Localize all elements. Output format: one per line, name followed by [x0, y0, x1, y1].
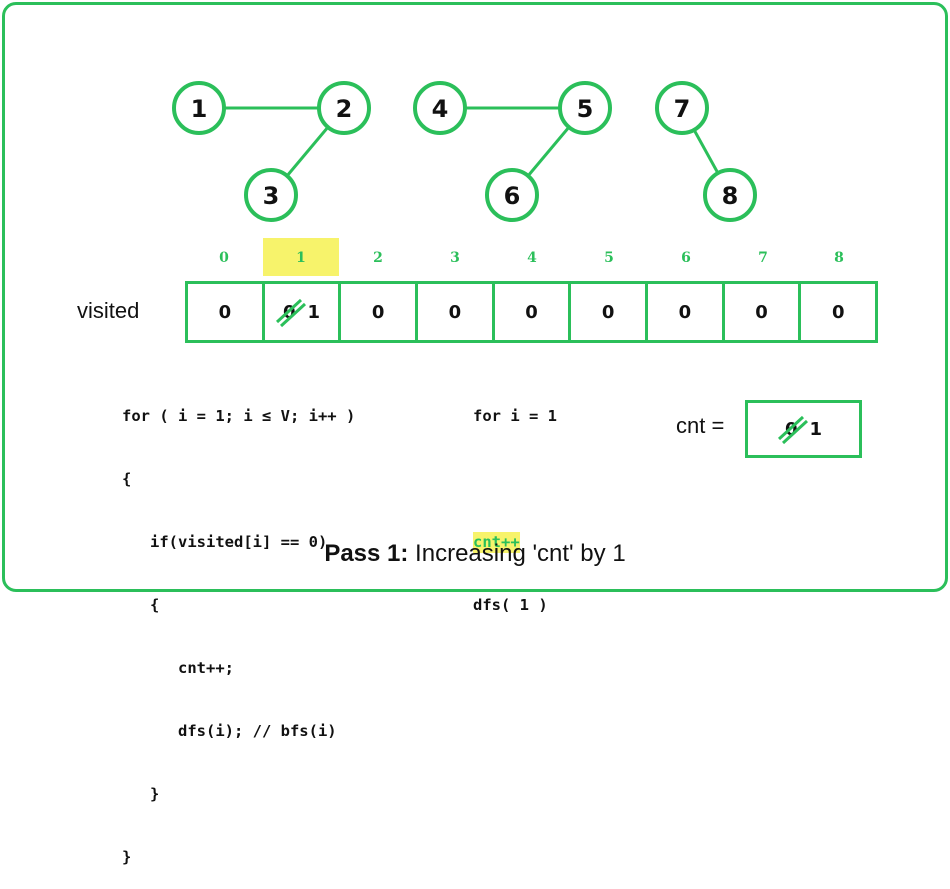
cnt-label: cnt =: [676, 413, 725, 438]
node-8: [703, 168, 757, 222]
code-line: dfs(i); // bfs(i): [122, 722, 337, 740]
node-label-7: 7: [674, 95, 691, 123]
index-label-0: 0: [219, 250, 229, 266]
index-label-6: 6: [681, 250, 691, 266]
node-label-6: 6: [504, 182, 521, 210]
caption: Pass 1: Increasing 'cnt' by 1: [0, 540, 950, 568]
visited-array: 0 0 1 0 0 0 0 0 0 0: [185, 281, 878, 343]
visited-cell-0: 0: [188, 284, 265, 340]
node-label-2: 2: [336, 95, 353, 123]
visited-label: visited: [77, 298, 140, 323]
strikethrough-mark: [275, 298, 306, 327]
index-label-7: 7: [758, 250, 768, 266]
node-label-8: 8: [722, 182, 739, 210]
visited-cell-8: 0: [831, 301, 845, 323]
node-7: [655, 81, 709, 135]
node-2: [317, 81, 371, 135]
cnt-old-value: 0: [777, 415, 808, 444]
index-label-3: 3: [450, 250, 460, 266]
code-line: cnt++;: [122, 659, 234, 677]
index-label-1-highlighted: 1: [263, 238, 339, 276]
code-block: for ( i = 1; i ≤ V; i++ ) { if(visited[i…: [122, 364, 355, 889]
visited-cell-6: 0: [648, 284, 725, 340]
strikethrough-mark: [777, 415, 808, 444]
visited-cell-1-old-value: 0: [275, 298, 306, 327]
visited-cell-4: 0: [495, 284, 572, 340]
visited-cell-7: 0: [725, 284, 802, 340]
cnt-new-value: 1: [809, 418, 823, 440]
code-line: {: [122, 596, 160, 614]
caption-pass-label: Pass 1:: [324, 540, 409, 567]
node-label-1: 1: [191, 95, 208, 123]
index-label-4: 4: [527, 250, 537, 266]
node-label-3: 3: [263, 182, 280, 210]
visited-cell-3: 0: [418, 284, 495, 340]
graph-diagram: 1 2 3 4 5 6 7 8: [172, 81, 757, 222]
visited-cell-1-new-value: 1: [307, 301, 321, 323]
code-line: for ( i = 1; i ≤ V; i++ ): [122, 407, 356, 425]
index-label-2: 2: [373, 250, 383, 266]
node-4: [413, 81, 467, 135]
node-label-4: 4: [432, 95, 449, 123]
index-label-8: 8: [834, 250, 844, 266]
cnt-value-box: 0 1: [745, 400, 862, 458]
code-line: if(visited[i] == 0): [122, 533, 328, 551]
visited-cell-5: 0: [571, 284, 649, 340]
node-5: [558, 81, 612, 135]
code-line: }: [122, 848, 132, 866]
code-line: }: [122, 785, 160, 803]
node-3: [244, 168, 298, 222]
code-line: {: [122, 470, 132, 488]
execution-trace: for i = 1 cnt++ dfs( 1 ): [473, 364, 557, 637]
trace-step-cnt-increment: cnt++: [473, 532, 520, 553]
node-1: [172, 81, 226, 135]
trace-step-dfs: dfs( 1 ): [473, 596, 548, 614]
visited-cell-1: 0 1: [265, 284, 342, 340]
diagram-frame: [2, 2, 948, 592]
caption-text: Increasing 'cnt' by 1: [408, 540, 626, 567]
visited-cell-2: 0: [341, 284, 419, 340]
node-6: [485, 168, 539, 222]
node-label-5: 5: [577, 95, 594, 123]
trace-loop: for i = 1: [473, 407, 557, 425]
index-label-5: 5: [604, 250, 614, 266]
